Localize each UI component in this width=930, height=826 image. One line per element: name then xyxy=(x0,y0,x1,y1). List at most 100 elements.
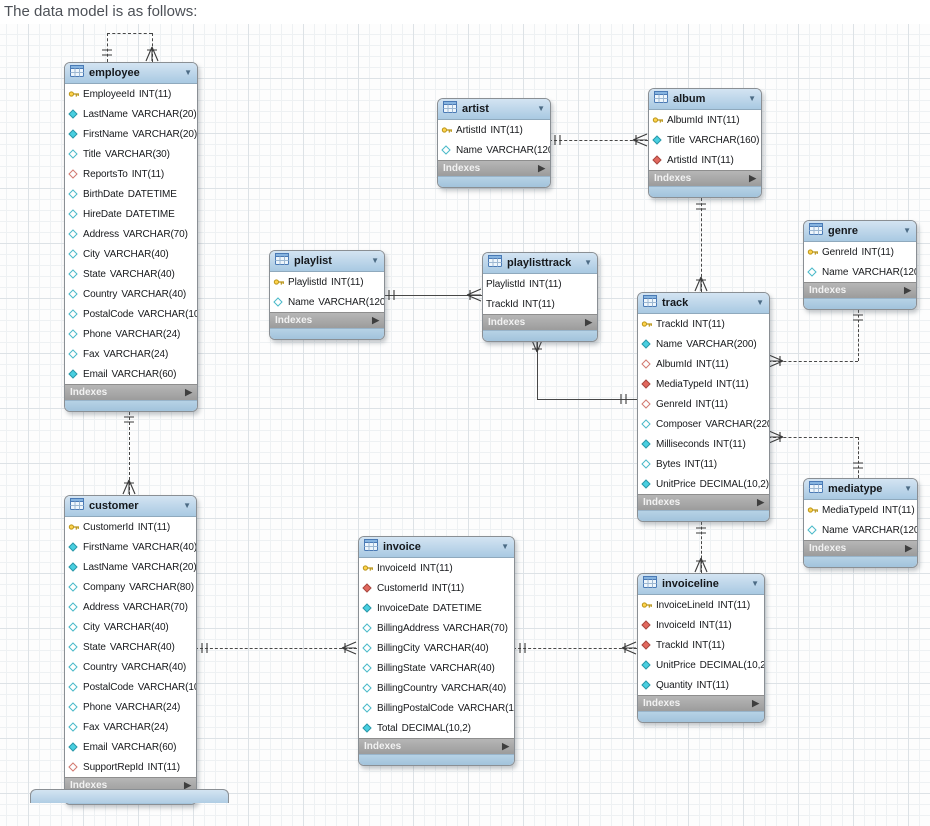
collapse-arrow-icon[interactable]: ▼ xyxy=(904,484,912,493)
table-header-employee[interactable]: employee▼ xyxy=(65,63,197,84)
collapse-arrow-icon[interactable]: ▼ xyxy=(751,579,759,588)
table-header-customer[interactable]: customer▼ xyxy=(65,496,196,517)
collapse-arrow-icon[interactable]: ▼ xyxy=(501,542,509,551)
expand-arrow-icon[interactable]: ▶ xyxy=(585,317,592,327)
indexes-footer[interactable]: Indexes▶ xyxy=(65,384,197,400)
expand-arrow-icon[interactable]: ▶ xyxy=(904,285,911,295)
collapse-arrow-icon[interactable]: ▼ xyxy=(183,501,191,510)
expand-arrow-icon[interactable]: ▶ xyxy=(502,741,509,751)
collapse-arrow-icon[interactable]: ▼ xyxy=(537,104,545,113)
indexes-footer[interactable]: Indexes▶ xyxy=(438,160,550,176)
indexes-footer[interactable]: Indexes▶ xyxy=(804,540,917,556)
collapse-arrow-icon[interactable]: ▼ xyxy=(184,68,192,77)
cropped-table-header[interactable] xyxy=(30,789,229,803)
table-header-invoice[interactable]: invoice▼ xyxy=(359,537,514,558)
indexes-footer[interactable]: Indexes▶ xyxy=(638,494,769,510)
expand-arrow-icon[interactable]: ▶ xyxy=(757,497,764,507)
expand-arrow-icon[interactable]: ▶ xyxy=(185,387,192,397)
indexes-footer[interactable]: Indexes▶ xyxy=(483,314,597,330)
indexes-footer[interactable]: Indexes▶ xyxy=(270,312,384,328)
table-header-genre[interactable]: genre▼ xyxy=(804,221,916,242)
table-header-track[interactable]: track▼ xyxy=(638,293,769,314)
indexes-footer[interactable]: Indexes▶ xyxy=(638,695,764,711)
expand-arrow-icon[interactable]: ▶ xyxy=(372,315,379,325)
table-header-artist[interactable]: artist▼ xyxy=(438,99,550,120)
expand-arrow-icon[interactable]: ▶ xyxy=(749,173,756,183)
collapse-arrow-icon[interactable]: ▼ xyxy=(371,256,379,265)
table-header-playlisttrack[interactable]: playlisttrack▼ xyxy=(483,253,597,274)
indexes-footer[interactable]: Indexes▶ xyxy=(804,282,916,298)
indexes-footer[interactable]: Indexes▶ xyxy=(359,738,514,754)
collapse-arrow-icon[interactable]: ▼ xyxy=(756,298,764,307)
expand-arrow-icon[interactable]: ▶ xyxy=(905,543,912,553)
table-header-album[interactable]: album▼ xyxy=(649,89,761,110)
expand-arrow-icon[interactable]: ▶ xyxy=(184,780,191,790)
table-header-invoiceline[interactable]: invoiceline▼ xyxy=(638,574,764,595)
table-header-mediatype[interactable]: mediatype▼ xyxy=(804,479,917,500)
